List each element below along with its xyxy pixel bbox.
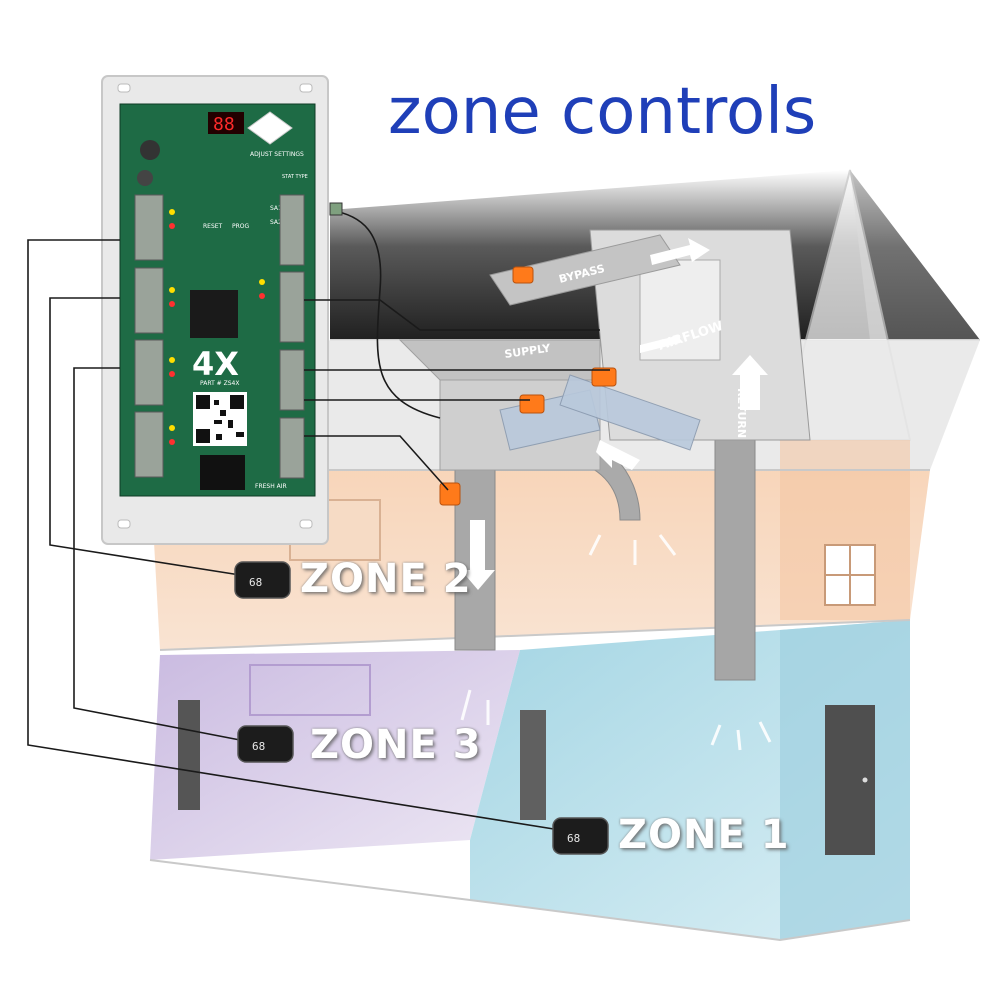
thermostat-zone-3[interactable]: 68	[237, 725, 294, 763]
supply-down-arrow	[461, 520, 495, 590]
zone-1-door-left	[520, 710, 546, 820]
bypass-damper	[512, 266, 534, 284]
zone-3-area	[150, 650, 520, 860]
thermostat-zone-2[interactable]: 68	[234, 561, 291, 599]
zone-damper-b	[519, 394, 545, 414]
stat-type-label: STAT TYPE	[282, 174, 308, 180]
left-terminals	[134, 194, 164, 478]
board-model-label: 4X	[192, 345, 239, 383]
sa2-label: SA2	[270, 219, 282, 226]
return-label: RETURN	[735, 388, 748, 438]
zone-1-label: ZONE 1	[618, 812, 790, 858]
zone-damper-c	[439, 482, 461, 506]
control-wires	[27, 209, 610, 831]
bypass-arrow	[650, 238, 710, 265]
thermostat-zone-2-display: 68	[249, 576, 262, 589]
prog-label: PROG	[232, 223, 250, 230]
zone-control-panel: 88 ADJUST SETTINGS STAT TYPE SA1 SA2	[101, 75, 329, 545]
status-leds	[169, 209, 265, 445]
qr-code	[193, 392, 247, 446]
return-up-arrow	[732, 355, 768, 410]
zone-damper-a	[591, 367, 617, 387]
return-duct	[714, 429, 756, 681]
right-terminals	[279, 194, 305, 479]
zone-3-door	[178, 700, 200, 810]
fresh-air-label: FRESH AIR	[255, 483, 287, 490]
zone-3-label: ZONE 3	[310, 722, 482, 768]
temperature-sensor	[329, 202, 343, 216]
page-title: zone controls	[388, 75, 817, 149]
thermostat-zone-1-display: 68	[567, 832, 580, 845]
zone-1-area	[470, 620, 910, 940]
board-display: 88	[213, 114, 235, 135]
zone-2-label: ZONE 2	[300, 556, 472, 602]
thermostat-zone-3-display: 68	[252, 740, 265, 753]
reset-label: RESET	[203, 223, 223, 230]
ductwork: BYPASS SUPPLY AIRFLOW RETURN	[398, 229, 811, 751]
dampers	[439, 266, 617, 506]
sa1-label: SA1	[270, 205, 282, 212]
bypass-duct	[489, 234, 681, 306]
thermostat-zone-1[interactable]: 68	[552, 817, 609, 855]
board-part-label: PART # ZS4X	[200, 380, 239, 387]
diffuser-arrows	[460, 534, 772, 751]
adjust-settings-label: ADJUST SETTINGS	[250, 151, 304, 158]
